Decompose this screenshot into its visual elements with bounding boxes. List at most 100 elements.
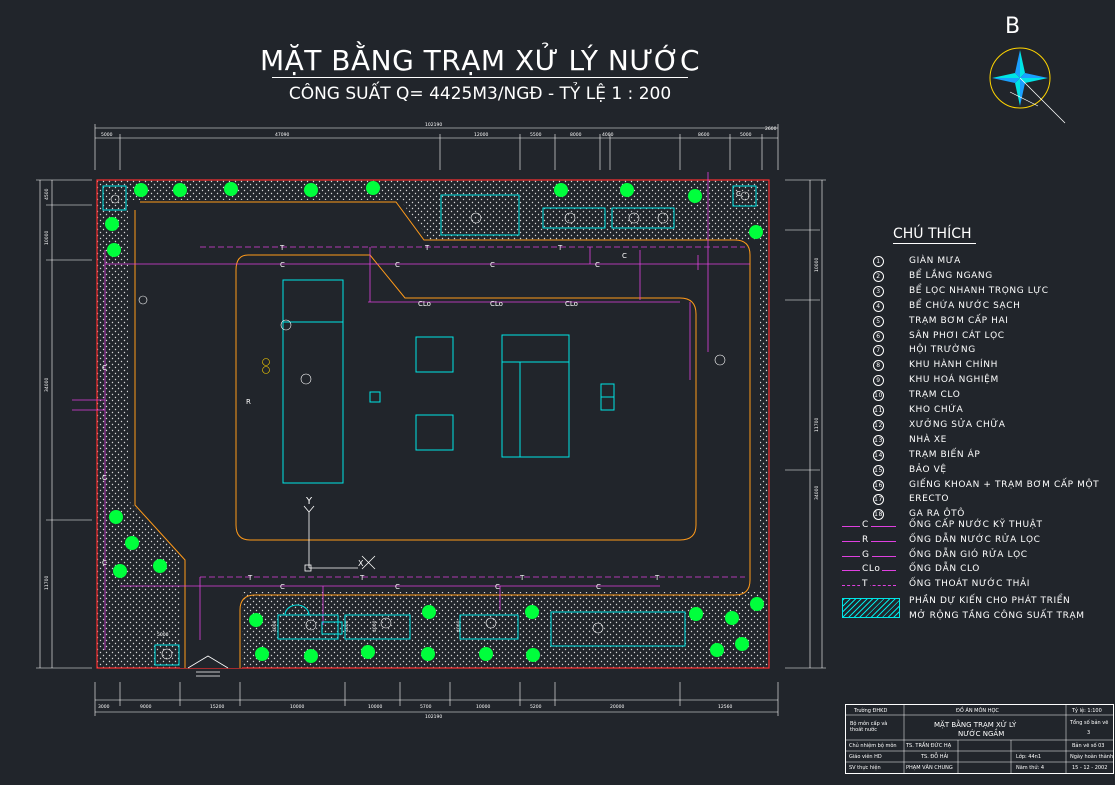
legend-item-number: 7	[873, 345, 884, 357]
dim-top: 8000	[570, 132, 582, 138]
pipe-label-t: T	[557, 244, 563, 252]
legend-line-label: ỐNG CẤP NƯỚC KỸ THUẬT	[909, 520, 1043, 530]
tb-head-label: Chủ nhiệm bộ môn	[849, 743, 897, 749]
pipe-label-c: C	[102, 474, 107, 482]
legend-item-label: BỂ LẮNG NGANG	[909, 270, 993, 281]
pipe-label-c: C	[395, 261, 400, 269]
axis-x-label: X	[358, 559, 364, 568]
pipe-label-c: C	[596, 583, 601, 591]
building-18	[550, 611, 686, 647]
tb-date: 15 - 12 - 2002	[1072, 765, 1108, 771]
legend-item-label: KHO CHỨA	[909, 405, 964, 415]
legend-item-label: BỂ CHỨA NƯỚC SẠCH	[909, 300, 1021, 311]
legend-line-code: C	[860, 520, 871, 530]
tb-finish-label: Ngày hoàn thành	[1070, 754, 1114, 760]
building-15	[154, 644, 180, 666]
pipe-label-c: C	[495, 583, 500, 591]
legend-item-label: BẢO VỆ	[909, 464, 947, 475]
inner-site-area	[128, 200, 760, 668]
legend-item-number: 6	[873, 330, 884, 342]
tb-school: Trường ĐHKD	[854, 708, 888, 714]
pipe-label-c: C	[490, 261, 495, 269]
dim-top: 47090	[275, 132, 289, 138]
tb-year: Năm thứ: 4	[1016, 765, 1045, 771]
tb-dept: Bộ môn cấp và thoát nước	[850, 721, 888, 733]
legend-line-code: G	[860, 549, 872, 560]
legend-item-number: 10	[873, 390, 884, 402]
hatch-swatch	[842, 598, 900, 618]
tb-head-name: TS. TRẦN ĐỨC HẠ	[906, 743, 952, 749]
legend-line-code: T	[860, 579, 871, 590]
legend-item-label: BỂ LỌC NHANH TRỌNG LỰC	[909, 285, 1049, 296]
legend-item-number: 9	[873, 375, 884, 387]
building-16	[102, 185, 127, 211]
legend-line-label: ỐNG THOÁT NƯỚC THẢI	[909, 579, 1030, 590]
pipe-label-t: T	[359, 574, 365, 582]
pipe-label-c: C	[280, 583, 285, 591]
dim-top: 8600	[698, 132, 710, 138]
building-1	[282, 279, 344, 323]
pipe-label-t: T	[247, 574, 253, 582]
dim-top: 2600	[765, 126, 777, 132]
dim-bottom: 9000	[140, 704, 152, 710]
building-13	[440, 194, 520, 236]
building-10	[369, 391, 381, 403]
tb-student-name: PHẠM VĂN CHUNG	[906, 765, 953, 771]
dim-bottom-total: 102190	[425, 714, 442, 720]
legend-item-number: 12	[873, 419, 884, 431]
pipe-label-c: C	[595, 261, 600, 269]
building-8	[277, 614, 339, 640]
tb-advisor-label: Giáo viên HD	[849, 754, 882, 760]
legend-line-code: R	[860, 534, 871, 545]
dim-bottom: 12560	[718, 704, 732, 710]
title-underline	[272, 77, 688, 78]
pipe-label-clo: CLo	[418, 300, 431, 308]
legend-item-number: 5	[873, 315, 884, 327]
tb-scale: Tỷ lệ: 1:100	[1072, 708, 1102, 714]
legend-item-number: 18	[873, 509, 884, 521]
trees	[105, 181, 764, 663]
legend-item-number: 1	[873, 256, 884, 267]
pipe-label-clo: CLo	[490, 300, 503, 308]
dim-top: 12000	[474, 132, 488, 138]
entrance-gate-icon	[187, 655, 229, 677]
tb-project: ĐỒ ÁN MÔN HỌC	[956, 708, 999, 714]
dim-bottom: 10000	[290, 704, 304, 710]
legend-item-label: GA RA ÔTÔ	[909, 509, 965, 520]
pipe-labels: T T T C C C C CLo CLo CLo T T T T C C C …	[102, 190, 741, 591]
building-14	[415, 414, 454, 451]
dim-bottom: 5200	[530, 704, 542, 710]
dim-left: 10000	[44, 231, 50, 245]
tb-sheet-no: Bản vẽ số 03	[1072, 743, 1105, 749]
legend-item-label: KHU HOÁ NGHIỆM	[909, 375, 999, 386]
dim-top: 5000	[740, 132, 752, 138]
tb-sheets: 3	[1087, 730, 1091, 736]
legend-line-label: ỐNG DẪN CLO	[909, 564, 980, 575]
north-label: B	[1005, 14, 1021, 39]
axis-y-label: Y	[305, 496, 313, 507]
legend-line-label: ỐNG DẪN GIÓ RỬA LỌC	[909, 549, 1028, 560]
building-6	[321, 621, 343, 635]
hatch-label-1: PHẦN DỰ KIẾN CHO PHÁT TRIỂN	[909, 596, 1071, 606]
building-4	[501, 334, 570, 458]
pipe-label-t: T	[424, 244, 430, 252]
pipe-label-c: C	[280, 261, 285, 269]
legend-item-label: TRẠM BƠM CẤP HAI	[909, 315, 1009, 326]
building-11	[542, 207, 606, 229]
pipes	[72, 172, 750, 650]
dim-top: 5000	[101, 132, 113, 138]
legend-title: CHÚ THÍCH	[893, 226, 972, 242]
dim-top: 4000	[602, 132, 614, 138]
legend-item-label: XƯỞNG SỬA CHỮA	[909, 419, 1006, 430]
legend-item-number: 15	[873, 464, 884, 476]
legend-item-label: TRẠM BIẾN ÁP	[909, 449, 981, 460]
tb-class: Lớp: 44n1	[1016, 754, 1042, 760]
pipe-label-t: T	[654, 574, 660, 582]
dim-bottom: 3000	[98, 704, 110, 710]
legend-item-label: NHÀ XE	[909, 434, 947, 445]
legend-item-label: HỘI TRƯỜNG	[909, 345, 976, 356]
legend-line-label: ỐNG DẪN NƯỚC RỬA LỌC	[909, 534, 1041, 545]
legend-item-label: SÂN PHƠI CÁT LỌC	[909, 330, 1005, 341]
legend-item-number: 8	[873, 360, 884, 372]
coordinate-axes	[303, 505, 376, 572]
